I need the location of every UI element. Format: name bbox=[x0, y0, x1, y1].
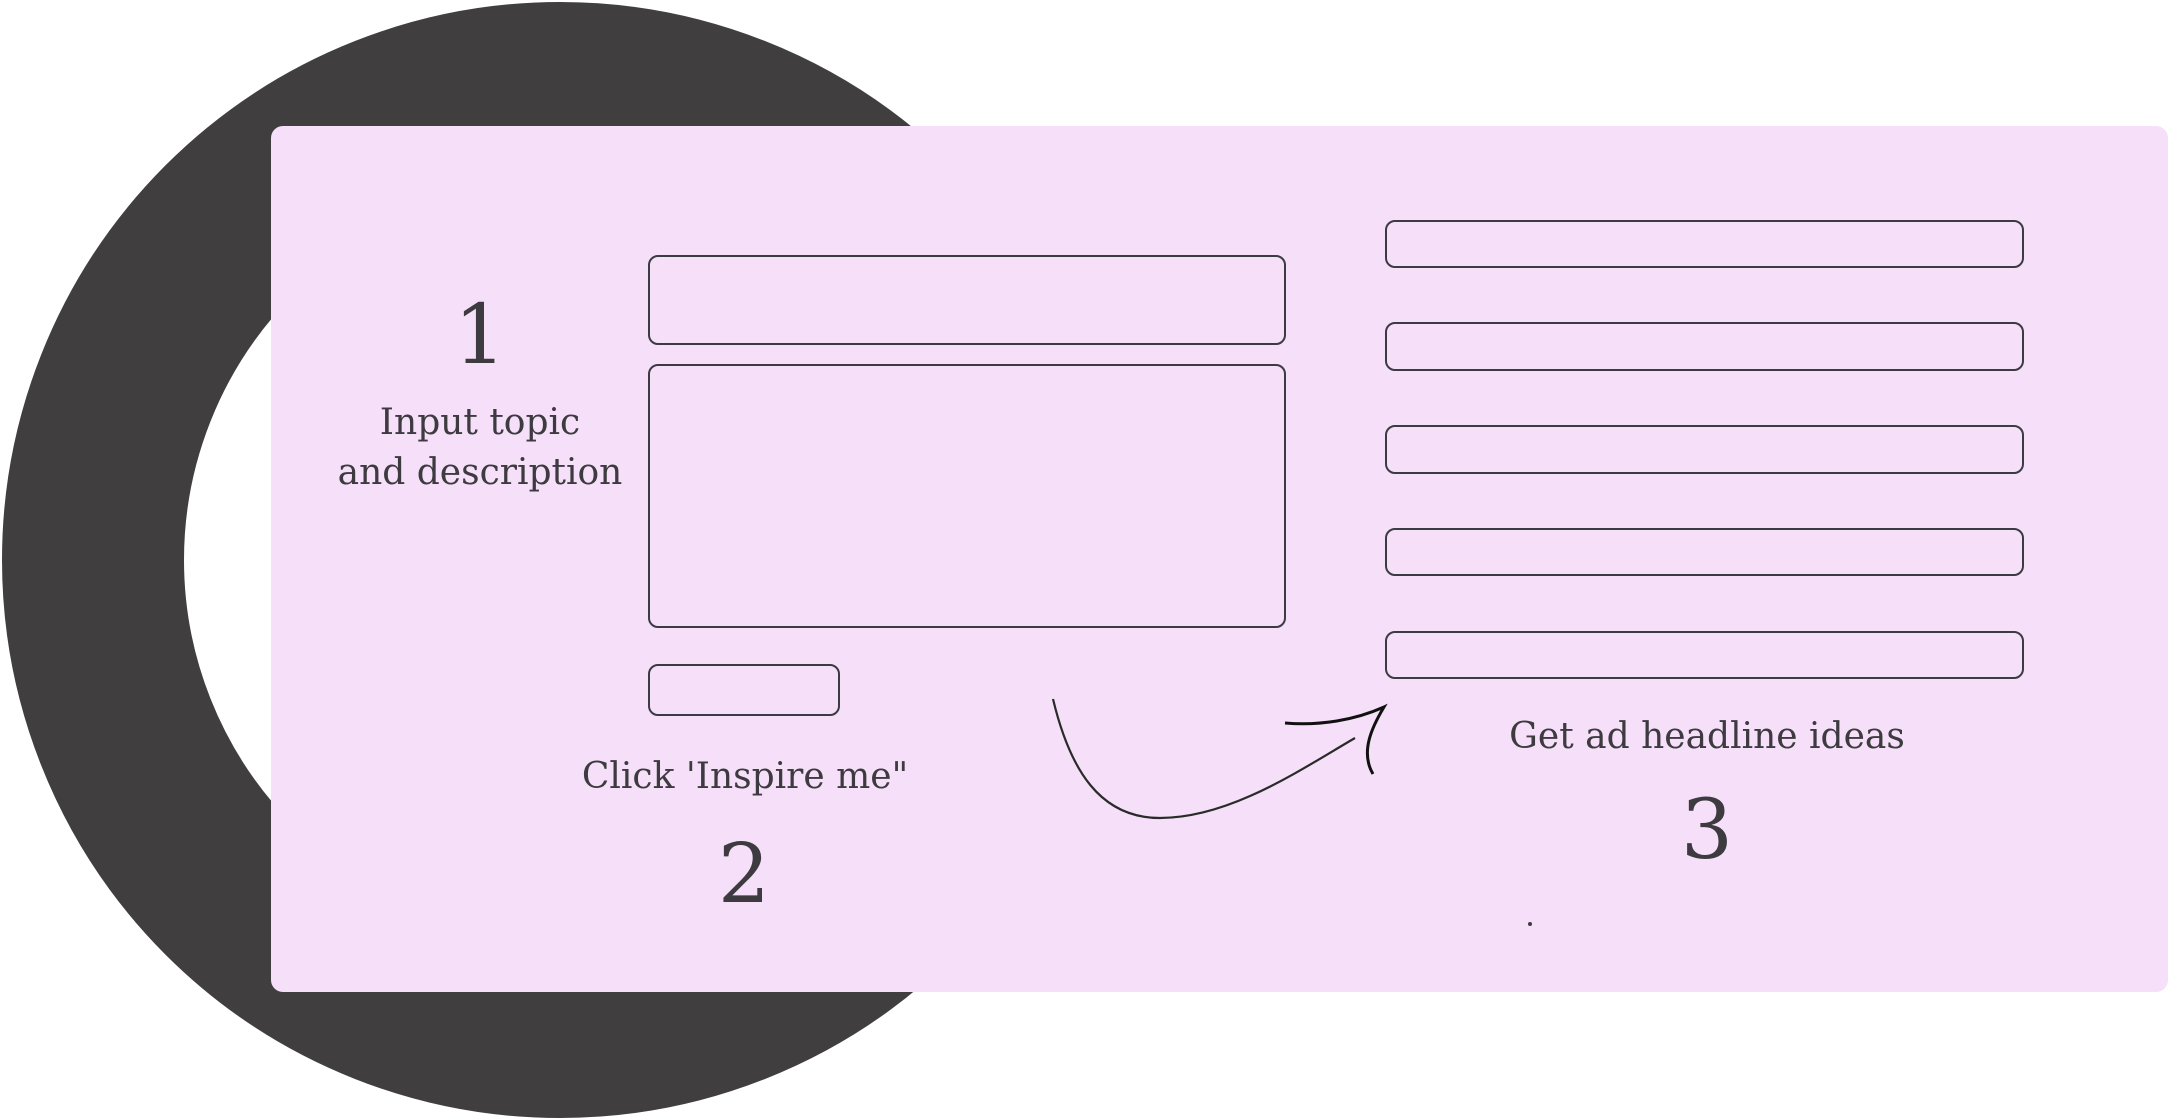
headline-output-box bbox=[1385, 322, 2024, 371]
headline-output-box bbox=[1385, 528, 2024, 576]
step-2-label: Click 'Inspire me" bbox=[581, 756, 909, 797]
step-2-number: 2 bbox=[717, 827, 771, 922]
step-3-label: Get ad headline ideas bbox=[1509, 716, 1905, 757]
step-1-number: 1 bbox=[453, 288, 507, 383]
headline-output-box bbox=[1385, 425, 2024, 474]
inspire-me-button[interactable] bbox=[648, 664, 840, 716]
step-3-number: 3 bbox=[1680, 783, 1734, 878]
headline-output-box bbox=[1385, 631, 2024, 679]
description-textarea[interactable] bbox=[648, 364, 1286, 628]
step-1-label-line2: and description bbox=[337, 452, 623, 493]
step-1-label-line1: Input topic bbox=[379, 402, 581, 443]
headline-output-box bbox=[1385, 220, 2024, 268]
topic-input[interactable] bbox=[648, 255, 1286, 345]
